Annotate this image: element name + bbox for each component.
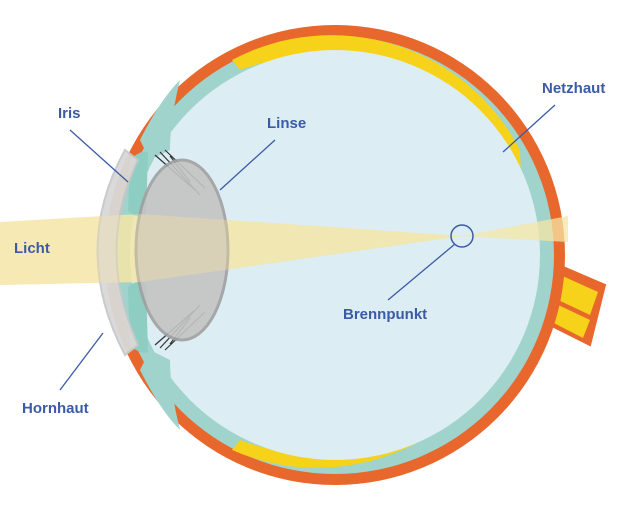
label-netzhaut: Netzhaut	[542, 80, 606, 97]
label-licht: Licht	[14, 240, 50, 257]
leader-netzhaut	[502, 104, 556, 153]
vitreous-body	[130, 50, 540, 460]
leader-brennpunkt	[387, 243, 456, 301]
leader-lines	[59, 104, 556, 391]
label-hornhaut: Hornhaut	[22, 400, 89, 417]
label-linse: Linse	[267, 115, 307, 132]
ciliary-body-top	[140, 80, 180, 160]
focal-point	[450, 224, 474, 248]
leader-iris	[69, 129, 129, 183]
label-iris: Iris	[58, 105, 81, 122]
leader-linse	[219, 139, 276, 191]
cornea	[96, 148, 140, 357]
ciliary-body-bottom	[140, 350, 180, 430]
lens	[134, 158, 230, 342]
leader-hornhaut	[59, 332, 104, 391]
label-brennpunkt: Brennpunkt	[343, 306, 428, 323]
light-beam-overlay	[0, 214, 462, 285]
